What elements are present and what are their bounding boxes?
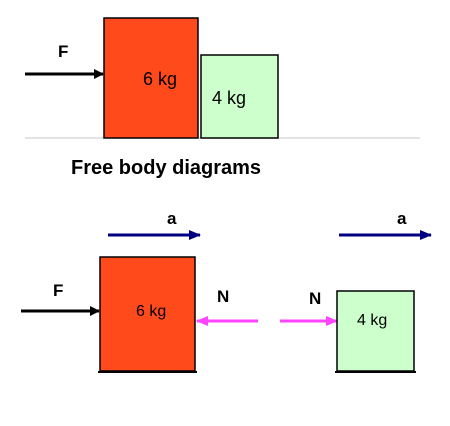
section-title: Free body diagrams: [71, 157, 261, 179]
block-6kg-label: 6 kg: [143, 69, 177, 89]
block-4kg-label: 4 kg: [212, 88, 246, 108]
applied-force-label: F: [58, 42, 68, 61]
fbd-block-4kg: [336, 290, 415, 372]
fbd-block-4kg-label: 4 kg: [357, 312, 387, 329]
applied-force-label-fbd: F: [53, 281, 63, 300]
acceleration-label-left: a: [167, 209, 177, 228]
block-4kg: [200, 54, 279, 139]
block-6kg: [103, 17, 199, 139]
normal-force-label-right: N: [309, 289, 321, 308]
fbd-block-6kg: [99, 256, 196, 372]
fbd-block-6kg-label: 6 kg: [136, 303, 166, 320]
normal-force-label-left: N: [217, 287, 229, 306]
acceleration-label-right: a: [397, 209, 407, 228]
